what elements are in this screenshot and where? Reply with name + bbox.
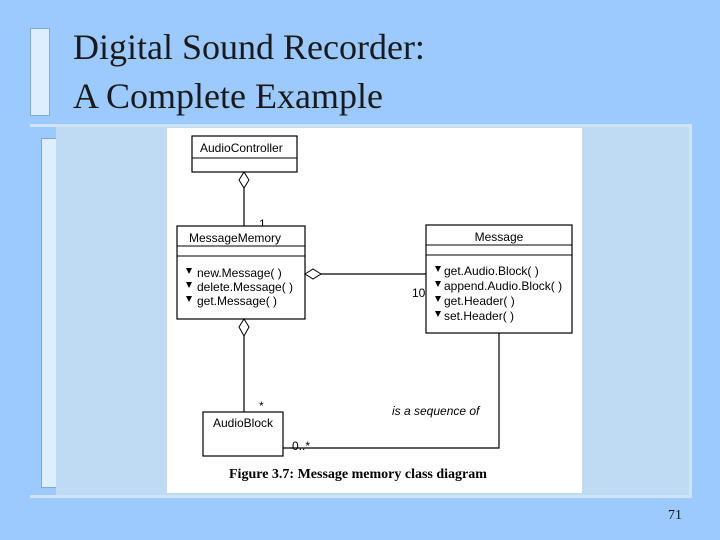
aggregation-diamond-controller: [238, 171, 250, 189]
operation-marker-icon: [435, 311, 441, 317]
link-message-audioblock: [283, 333, 500, 449]
figure-caption: Figure 3.7: Message memory class diagram: [229, 467, 487, 482]
operation-marker-icon: [435, 281, 441, 287]
frame-top-line: [30, 124, 692, 127]
msg-operation: append.Audio.Block( ): [444, 279, 562, 293]
frame-bottom-line: [30, 495, 692, 498]
aggregation-diamond-audioblock: [238, 318, 250, 338]
msg-operation: get.Header( ): [444, 294, 515, 308]
audio-controller-name: AudioController: [200, 141, 283, 155]
class-diagram-figure: AudioController 1 MessageMemory new.Mess…: [167, 128, 582, 493]
mm-operation: get.Message( ): [197, 294, 277, 308]
page-number: 71: [668, 508, 682, 523]
aggregation-diamond-message: [304, 268, 322, 280]
multiplicity-controller-memory: 1: [259, 217, 266, 231]
message-memory-box: [176, 225, 306, 320]
operation-marker-icon: [435, 266, 441, 272]
audio-block-box: [202, 411, 284, 457]
multiplicity-memory-message: 10: [412, 286, 426, 300]
message-name: Message: [475, 230, 524, 244]
frame-right-line: [689, 124, 692, 498]
msg-operation: get.Audio.Block( ): [444, 264, 539, 278]
content-accent-bar: [41, 138, 57, 488]
slide-title-line-2: A Complete Example: [73, 76, 383, 116]
class-diagram: AudioController 1 MessageMemory new.Mess…: [176, 135, 573, 482]
message-memory-name: MessageMemory: [189, 231, 281, 245]
slide-title-line-1: Digital Sound Recorder:: [73, 27, 425, 67]
msg-operation: set.Header( ): [444, 309, 514, 323]
multiplicity-message-audioblock: 0..*: [292, 439, 310, 453]
operation-marker-icon: [186, 282, 192, 288]
multiplicity-memory-audioblock: *: [259, 399, 264, 413]
audio-controller-box: [191, 135, 298, 173]
association-label: is a sequence of: [392, 404, 481, 418]
operation-marker-icon: [435, 296, 441, 302]
audio-block-name: AudioBlock: [213, 416, 274, 430]
operation-marker-icon: [186, 268, 192, 274]
message-box: [425, 224, 573, 334]
mm-operation: new.Message( ): [197, 266, 282, 280]
title-accent-bar: [30, 28, 50, 116]
operation-marker-icon: [186, 296, 192, 302]
mm-operation: delete.Message( ): [197, 280, 293, 294]
